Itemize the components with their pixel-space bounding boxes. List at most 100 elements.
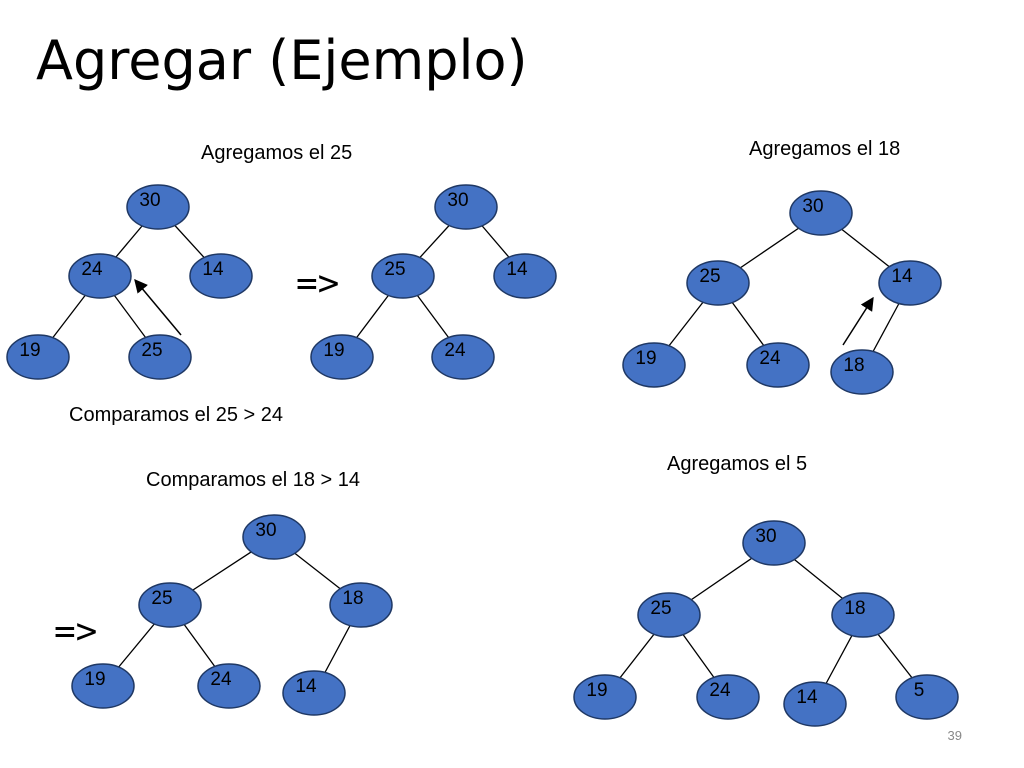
tree-node: 19 <box>6 334 70 380</box>
node-label: 19 <box>586 680 607 701</box>
node-label: 19 <box>84 669 105 690</box>
tree-node: 18 <box>831 592 895 638</box>
node-ellipse <box>282 670 346 716</box>
tree-node: 30 <box>434 184 498 230</box>
node-label: 18 <box>843 355 864 376</box>
tree-node: 14 <box>493 253 557 299</box>
tree-node: 24 <box>431 334 495 380</box>
node-label: 25 <box>699 266 720 287</box>
node-label: 5 <box>914 680 925 701</box>
tree-node: 25 <box>686 260 750 306</box>
tree-node: 30 <box>242 514 306 560</box>
caption-add-18: Agregamos el 18 <box>749 138 901 160</box>
implies-arrow: => <box>54 611 98 652</box>
node-ellipse <box>126 184 190 230</box>
node-label: 18 <box>844 598 865 619</box>
node-label: 25 <box>650 598 671 619</box>
node-label: 30 <box>447 190 468 211</box>
tree-node: 19 <box>71 663 135 709</box>
node-label: 25 <box>151 588 172 609</box>
node-label: 14 <box>796 687 818 708</box>
node-label: 19 <box>323 340 344 361</box>
node-ellipse <box>138 582 202 628</box>
node-label: 24 <box>759 348 781 369</box>
tree-node: 24 <box>68 253 132 299</box>
node-label: 14 <box>891 266 913 287</box>
node-ellipse <box>6 334 70 380</box>
tree-node: 30 <box>789 190 853 236</box>
node-ellipse <box>742 520 806 566</box>
tree-node: 14 <box>282 670 346 716</box>
implies-arrow: => <box>296 263 340 304</box>
tree-node: 25 <box>138 582 202 628</box>
tree-node: 25 <box>128 334 192 380</box>
node-label: 30 <box>802 196 823 217</box>
node-ellipse <box>242 514 306 560</box>
node-ellipse <box>493 253 557 299</box>
tree-edges <box>37 206 928 705</box>
tree-node: 14 <box>189 253 253 299</box>
node-label: 24 <box>709 680 731 701</box>
node-ellipse <box>637 592 701 638</box>
node-label: 30 <box>139 190 160 211</box>
node-label: 19 <box>19 340 40 361</box>
tree-node: 25 <box>371 253 435 299</box>
node-ellipse <box>789 190 853 236</box>
node-ellipse <box>622 342 686 388</box>
node-ellipse <box>895 674 959 720</box>
node-label: 18 <box>342 588 363 609</box>
node-ellipse <box>434 184 498 230</box>
node-ellipse <box>310 334 374 380</box>
node-label: 14 <box>202 259 224 280</box>
node-ellipse <box>189 253 253 299</box>
tree-node: 18 <box>329 582 393 628</box>
node-ellipse <box>686 260 750 306</box>
page-title: Agregar (Ejemplo) <box>36 29 528 92</box>
caption-add-25: Agregamos el 25 <box>201 142 353 164</box>
node-ellipse <box>878 260 942 306</box>
node-ellipse <box>128 334 192 380</box>
node-label: 25 <box>384 259 405 280</box>
tree-node: 14 <box>878 260 942 306</box>
node-ellipse <box>783 681 847 727</box>
node-ellipse <box>746 342 810 388</box>
tree-node: 30 <box>126 184 190 230</box>
node-ellipse <box>329 582 393 628</box>
tree-node: 19 <box>622 342 686 388</box>
node-label: 24 <box>444 340 466 361</box>
node-ellipse <box>573 674 637 720</box>
tree-node: 14 <box>783 681 847 727</box>
caption-add-5: Agregamos el 5 <box>667 453 808 475</box>
node-ellipse <box>831 592 895 638</box>
tree-node: 18 <box>830 349 894 395</box>
node-label: 14 <box>506 259 528 280</box>
tree-node: 25 <box>637 592 701 638</box>
node-ellipse <box>68 253 132 299</box>
node-label: 30 <box>755 526 776 547</box>
caption-compare-25-24: Comparamos el 25 > 24 <box>69 404 284 426</box>
node-ellipse <box>696 674 760 720</box>
node-label: 19 <box>635 348 656 369</box>
tree-node: 24 <box>696 674 760 720</box>
page-number: 39 <box>947 728 962 743</box>
tree-node: 5 <box>895 674 959 720</box>
node-ellipse <box>71 663 135 709</box>
swap-arrow <box>134 278 182 336</box>
tree-node: 19 <box>310 334 374 380</box>
node-label: 24 <box>210 669 232 690</box>
tree-node: 19 <box>573 674 637 720</box>
node-ellipse <box>197 663 261 709</box>
tree-nodes: 30 24 14 19 25 30 25 14 19 24 30 25 14 19 24 18 30 25 18 19… <box>6 184 959 727</box>
node-ellipse <box>431 334 495 380</box>
node-label: 25 <box>141 340 162 361</box>
tree-node: 24 <box>746 342 810 388</box>
swap-arrow <box>842 296 874 346</box>
node-label: 14 <box>295 676 317 697</box>
node-label: 30 <box>255 520 276 541</box>
node-label: 24 <box>81 259 103 280</box>
node-ellipse <box>371 253 435 299</box>
tree-node: 30 <box>742 520 806 566</box>
node-ellipse <box>830 349 894 395</box>
tree-node: 24 <box>197 663 261 709</box>
